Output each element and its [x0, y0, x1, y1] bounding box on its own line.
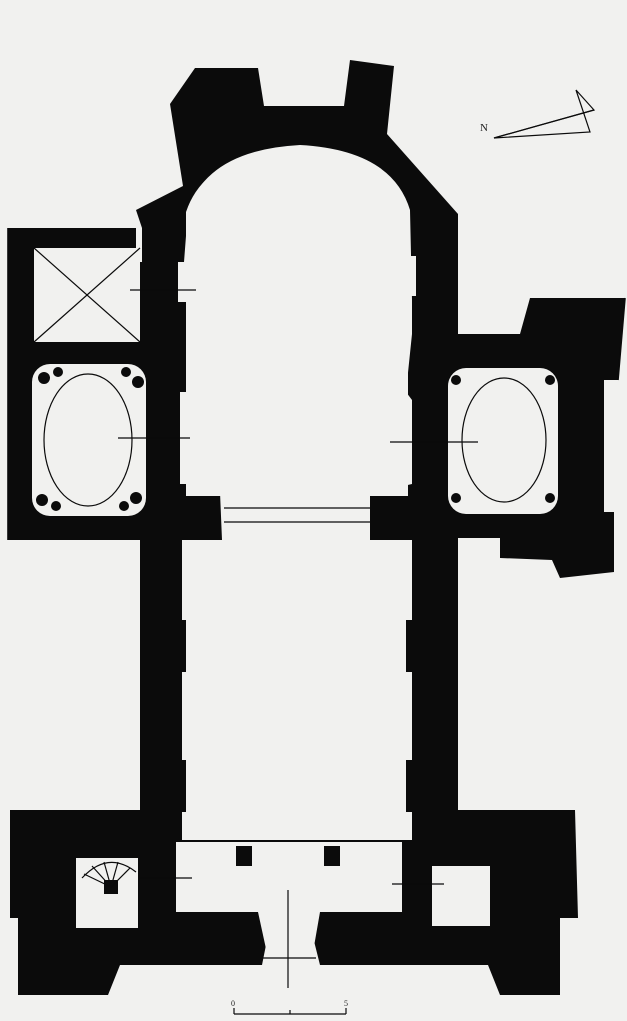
narthex-pier-left — [236, 846, 252, 866]
nave-left-wall — [140, 540, 182, 810]
north-label: N — [480, 122, 488, 134]
entrance-passage — [258, 912, 320, 958]
plan-details — [7, 228, 626, 988]
narthex-space — [176, 842, 402, 912]
scale-start-label: 0 — [231, 999, 235, 1008]
right-oval-dome — [461, 377, 547, 503]
right-oval-chapel — [448, 368, 558, 514]
choir-space — [186, 150, 408, 496]
left-oval-chapel — [32, 364, 146, 516]
left-oval-dome — [43, 373, 133, 507]
west-right-room — [432, 866, 490, 926]
scale-bar: 0 5 — [231, 999, 348, 1015]
column-dots — [36, 367, 555, 511]
nave-space — [182, 540, 412, 840]
north-arrow: N — [480, 89, 596, 139]
nave-right-wall — [412, 540, 458, 810]
apse-wall — [136, 60, 458, 334]
narthex-pier-right — [324, 846, 340, 866]
crossing-strip — [224, 498, 370, 532]
spiral-staircase — [81, 861, 137, 894]
scale-end-label: 5 — [344, 999, 348, 1008]
